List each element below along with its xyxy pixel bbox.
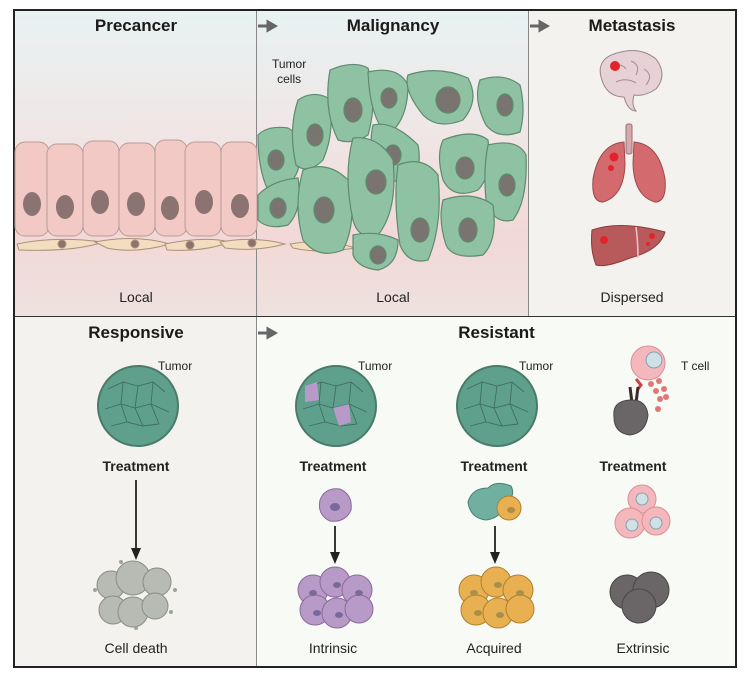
tumor-cell: [347, 137, 395, 237]
treatment-label: Treatment: [299, 458, 367, 474]
acquired-cell-cluster-icon: [458, 566, 535, 629]
tumor-cells-illustration: [257, 63, 527, 271]
figure-frame: [13, 9, 737, 668]
tumor-cells-label-line2: cells: [277, 72, 302, 86]
tumor-cell: [297, 166, 353, 254]
resistant-cell-cluster-icon: [297, 566, 374, 629]
normal-cell: [154, 139, 188, 237]
resistant-title: Resistant: [458, 323, 535, 342]
tumor-cell: [257, 177, 300, 228]
acquired-label: Acquired: [466, 640, 522, 656]
tumor-cell: [406, 70, 474, 125]
tumor-sphere-icon: [97, 365, 179, 447]
lungs-icon: [592, 123, 666, 203]
stromal-cells: [16, 237, 356, 252]
normal-cell: [46, 143, 84, 237]
t-cell-label: T cell: [681, 359, 710, 373]
normal-cell: [82, 140, 120, 237]
normal-cell: [184, 141, 222, 237]
treatment-label: Treatment: [599, 458, 667, 474]
tumor-cell: [327, 63, 374, 143]
tumor-cell: [438, 133, 490, 194]
tumor-cell: [291, 93, 332, 170]
tumor-cells-label-line1: Tumor: [272, 57, 307, 71]
normal-cell: [14, 141, 50, 237]
normal-cells: [14, 139, 258, 237]
metastasis-title: Metastasis: [588, 16, 676, 35]
arrow-right-icon: [258, 19, 279, 33]
tumor-sphere-intrinsic-icon: [295, 365, 377, 447]
resistant-cell-icon: [319, 488, 352, 522]
tumor-cell: [440, 195, 495, 257]
t-cell-cluster-icon: [614, 484, 671, 539]
arrow-right-icon: [530, 19, 551, 33]
metastasis-footer: Dispersed: [600, 289, 664, 305]
row-divider: [15, 316, 735, 317]
mixed-cells-icon: [467, 482, 522, 521]
arrow-down-icon: [490, 526, 500, 564]
tumor-label: Tumor: [519, 359, 554, 373]
tumor-sphere-icon: [456, 365, 538, 447]
treatment-label: Treatment: [102, 458, 170, 474]
tumor-cell: [367, 69, 409, 136]
arrow-down-icon: [131, 480, 141, 560]
arrow-down-icon: [330, 526, 340, 564]
tumor-label: Tumor: [158, 359, 193, 373]
tumor-cells-label: Tumor cells: [272, 57, 306, 87]
liver-icon: [591, 224, 666, 267]
cell-death-label: Cell death: [104, 640, 168, 656]
tumor-cell: [476, 76, 524, 136]
treatment-label: Treatment: [460, 458, 528, 474]
tumor-cell: [257, 126, 300, 192]
brain-icon: [599, 50, 663, 112]
normal-cell: [118, 142, 156, 237]
extrinsic-label: Extrinsic: [616, 640, 670, 656]
normal-cell: [220, 141, 258, 237]
t-cell-attack-icon: [613, 345, 669, 436]
tumor-label: Tumor: [358, 359, 393, 373]
precancer-title: Precancer: [94, 16, 178, 35]
malignancy-title: Malignancy: [346, 16, 440, 35]
tumor-cell: [395, 161, 440, 262]
extrinsic-cell-cluster-icon: [609, 571, 670, 624]
responsive-title: Responsive: [88, 323, 184, 342]
precancer-footer: Local: [119, 289, 153, 305]
arrow-right-icon: [258, 326, 279, 340]
tumor-cell: [484, 142, 527, 222]
tumor-cell: [352, 232, 399, 271]
intrinsic-label: Intrinsic: [308, 640, 358, 656]
dead-cells-icon: [93, 560, 177, 630]
normal-epithelium-illustration: [14, 139, 356, 252]
malignancy-footer: Local: [376, 289, 410, 305]
